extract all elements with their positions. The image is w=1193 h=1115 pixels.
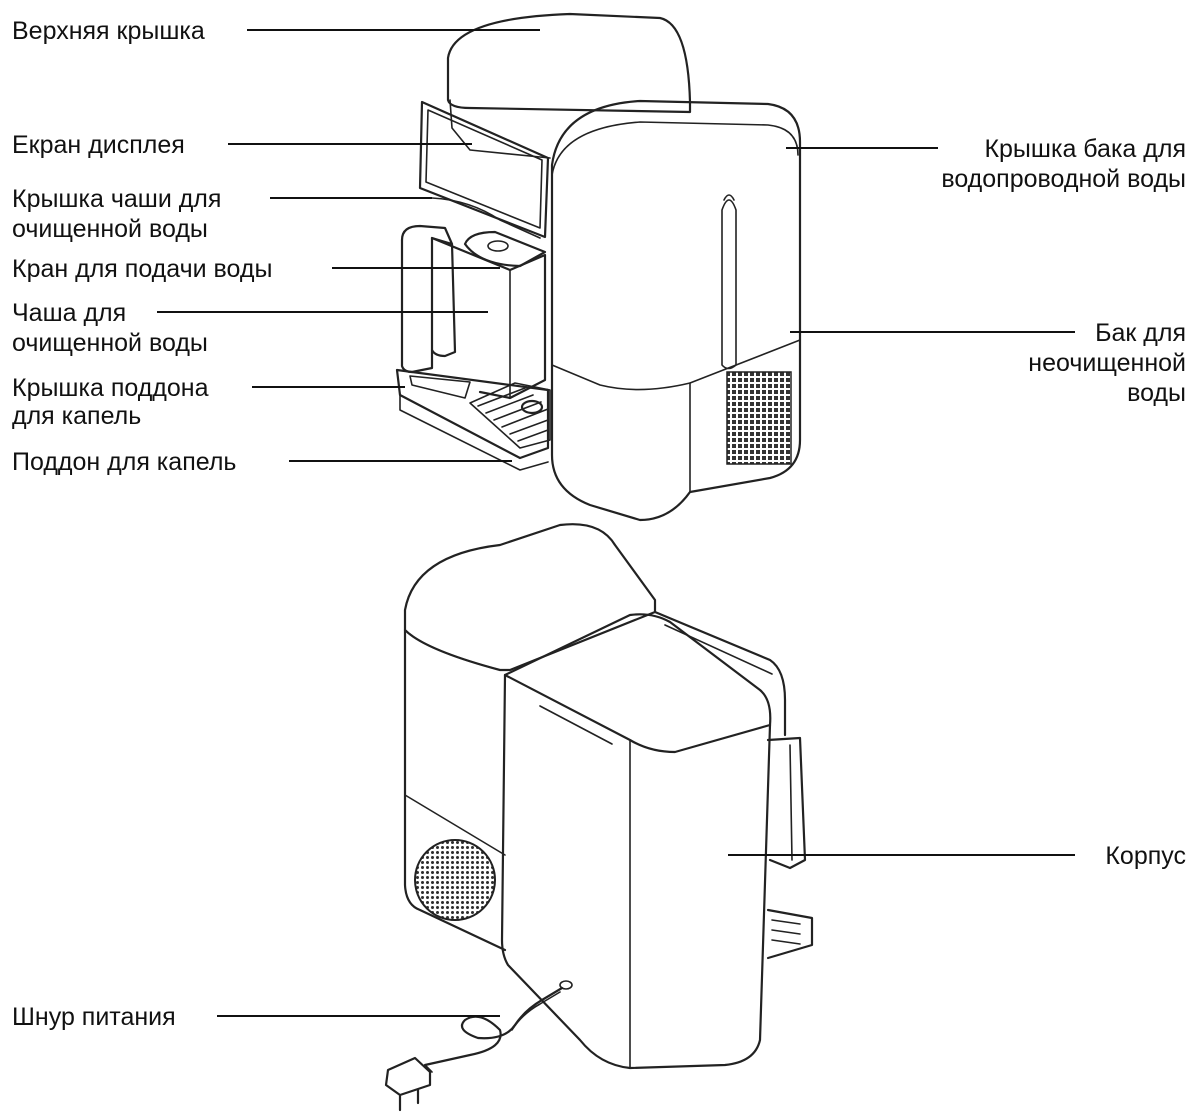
label-display-screen: Екран дисплея <box>12 131 185 159</box>
label-clean-bowl-lid-line1: Крышка чаши для <box>12 185 221 213</box>
label-tap-tank-lid-line1: Крышка бака для <box>984 135 1186 163</box>
label-body: Корпус <box>1105 842 1186 870</box>
label-clean-bowl-line1: Чаша для <box>12 299 126 327</box>
label-clean-bowl-line2: очищенной воды <box>12 329 208 357</box>
leader-lines <box>157 30 1075 1016</box>
label-top-lid: Верхняя крышка <box>12 17 205 45</box>
labels: Верхняя крышка Екран дисплея Крышка чаши… <box>12 17 1186 1031</box>
vent-grille-front <box>727 372 791 464</box>
label-tap-tank-lid-line2: водопроводной воды <box>941 165 1186 193</box>
label-raw-tank-line3: воды <box>1127 379 1186 407</box>
label-clean-bowl-lid-line2: очищенной воды <box>12 215 208 243</box>
label-water-tap: Кран для подачи воды <box>12 255 272 283</box>
label-raw-tank-line1: Бак для <box>1095 319 1186 347</box>
rear-view-illustration <box>386 524 812 1110</box>
rear-fan-grille <box>415 840 495 920</box>
label-raw-tank-line2: неочищенной <box>1028 349 1186 377</box>
label-drip-tray-cover-line2: для капель <box>12 402 141 430</box>
label-power-cord: Шнур питания <box>12 1003 176 1031</box>
label-drip-tray: Поддон для капель <box>12 448 236 476</box>
label-drip-tray-cover-line1: Крышка поддона <box>12 374 209 402</box>
